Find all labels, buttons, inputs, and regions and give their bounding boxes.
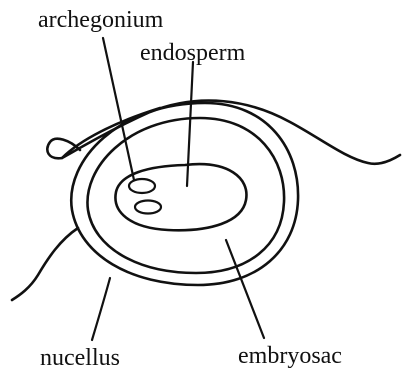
label-archegonium: archegonium: [38, 7, 164, 33]
archegonium-upper: [129, 179, 155, 193]
label-endosperm: endosperm: [140, 40, 246, 66]
embryo-sac-outline: [115, 164, 246, 230]
nucellus-inner-boundary: [87, 118, 284, 273]
label-nucellus: nucellus: [40, 345, 120, 371]
pointer-endosperm: [187, 62, 193, 186]
archegonium-lower: [135, 201, 161, 214]
label-embryosac: embryosac: [238, 343, 342, 369]
pointer-nucellus: [92, 278, 110, 340]
pointer-archegonium: [103, 38, 134, 180]
outer-tissue-lower-left: [12, 228, 78, 300]
